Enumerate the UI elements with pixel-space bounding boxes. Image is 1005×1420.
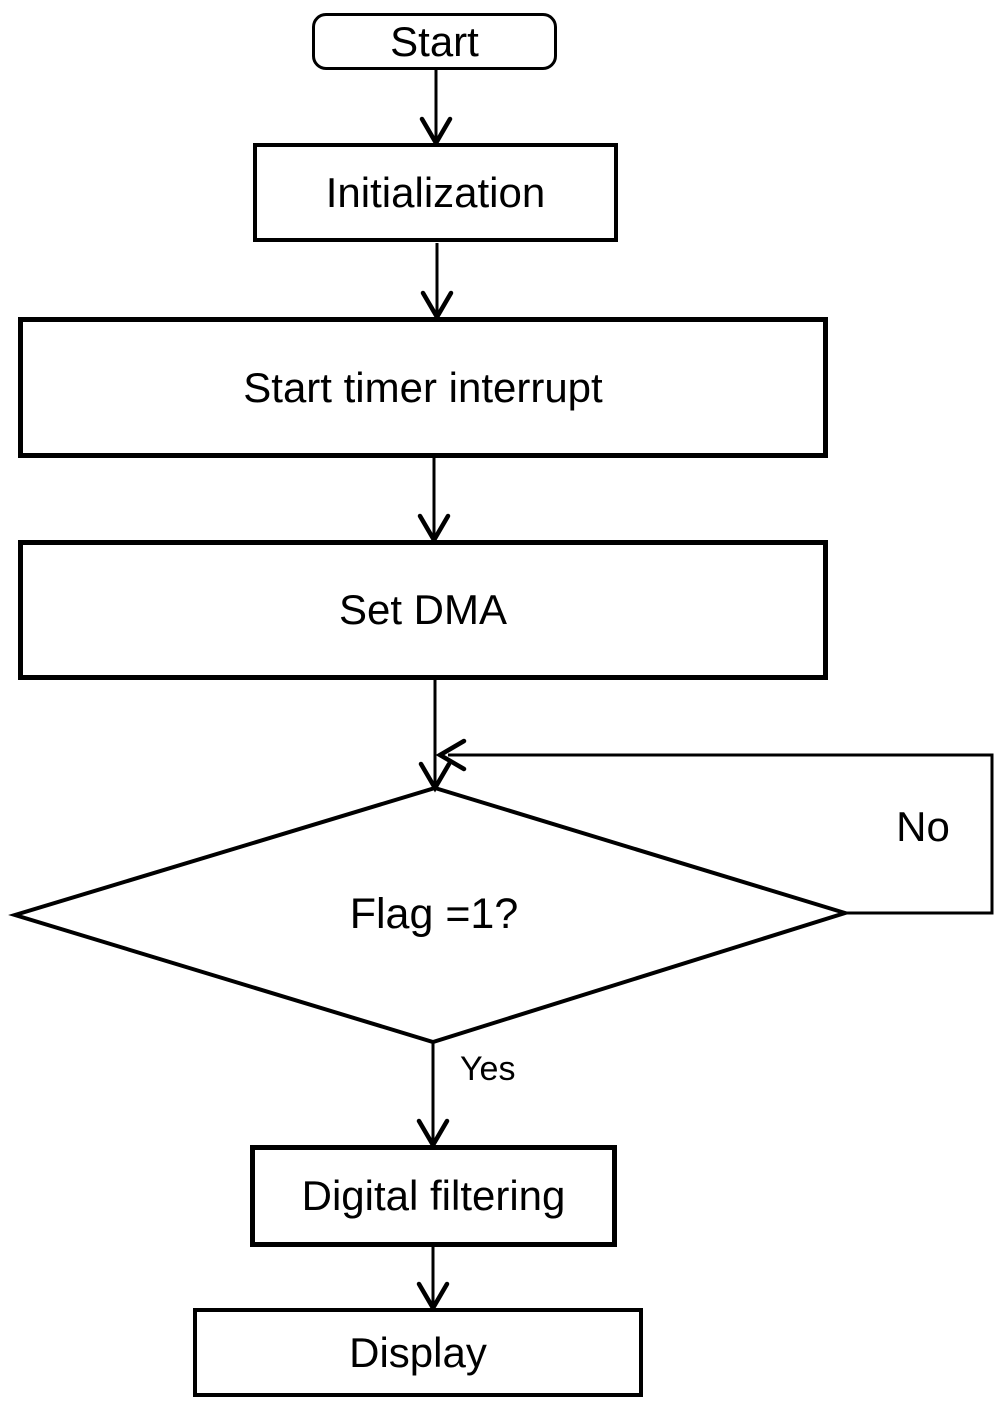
node-start-timer-interrupt: Start timer interrupt bbox=[18, 317, 828, 458]
edge-label-no: No bbox=[896, 803, 950, 850]
edge-dma-flag-arrowhead bbox=[418, 761, 452, 793]
node-initialization: Initialization bbox=[253, 143, 618, 242]
edge-no-loop bbox=[448, 753, 994, 915]
edge-label-yes: Yes bbox=[460, 1050, 516, 1088]
edge-no-loop-arrowhead bbox=[435, 738, 467, 772]
node-display: Display bbox=[193, 1308, 643, 1397]
node-flag-decision-label: Flag =1? bbox=[349, 890, 519, 938]
node-start: Start bbox=[312, 13, 557, 70]
node-set-dma: Set DMA bbox=[18, 540, 828, 680]
node-digital-filtering: Digital filtering bbox=[250, 1145, 617, 1247]
